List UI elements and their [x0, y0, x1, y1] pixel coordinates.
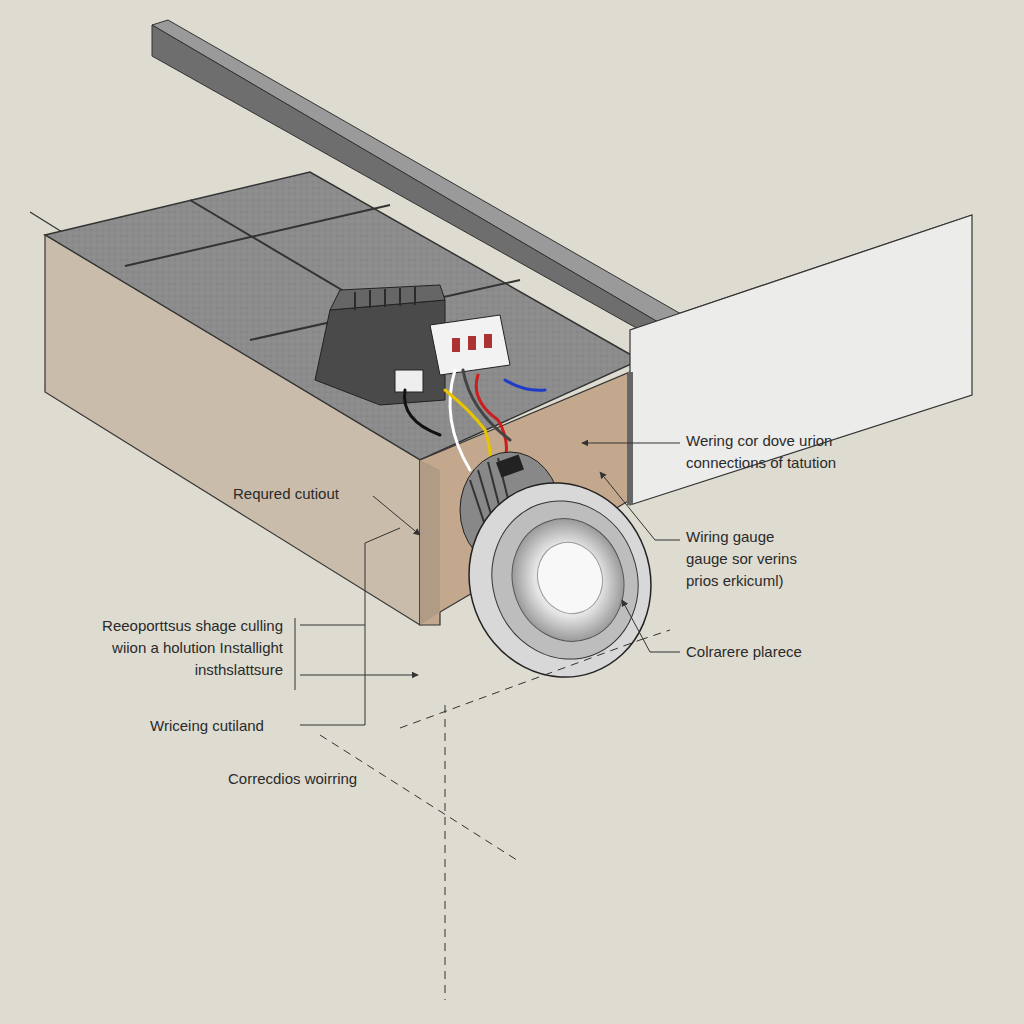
callout-label: Requred cutiout	[233, 483, 373, 505]
callout-label: Correcdios woirring	[228, 768, 398, 790]
callout-label: Wiring gauge gauge sor verins prios erki…	[686, 526, 814, 592]
callout-label: Wering cor dove urion connections of tat…	[686, 430, 871, 474]
callout-label: Wriceing cutiland	[150, 715, 300, 737]
callout-label: Colrarere plarece	[686, 641, 856, 663]
callout-label: Reeoporttsus shage culling wiion a holut…	[90, 615, 283, 681]
